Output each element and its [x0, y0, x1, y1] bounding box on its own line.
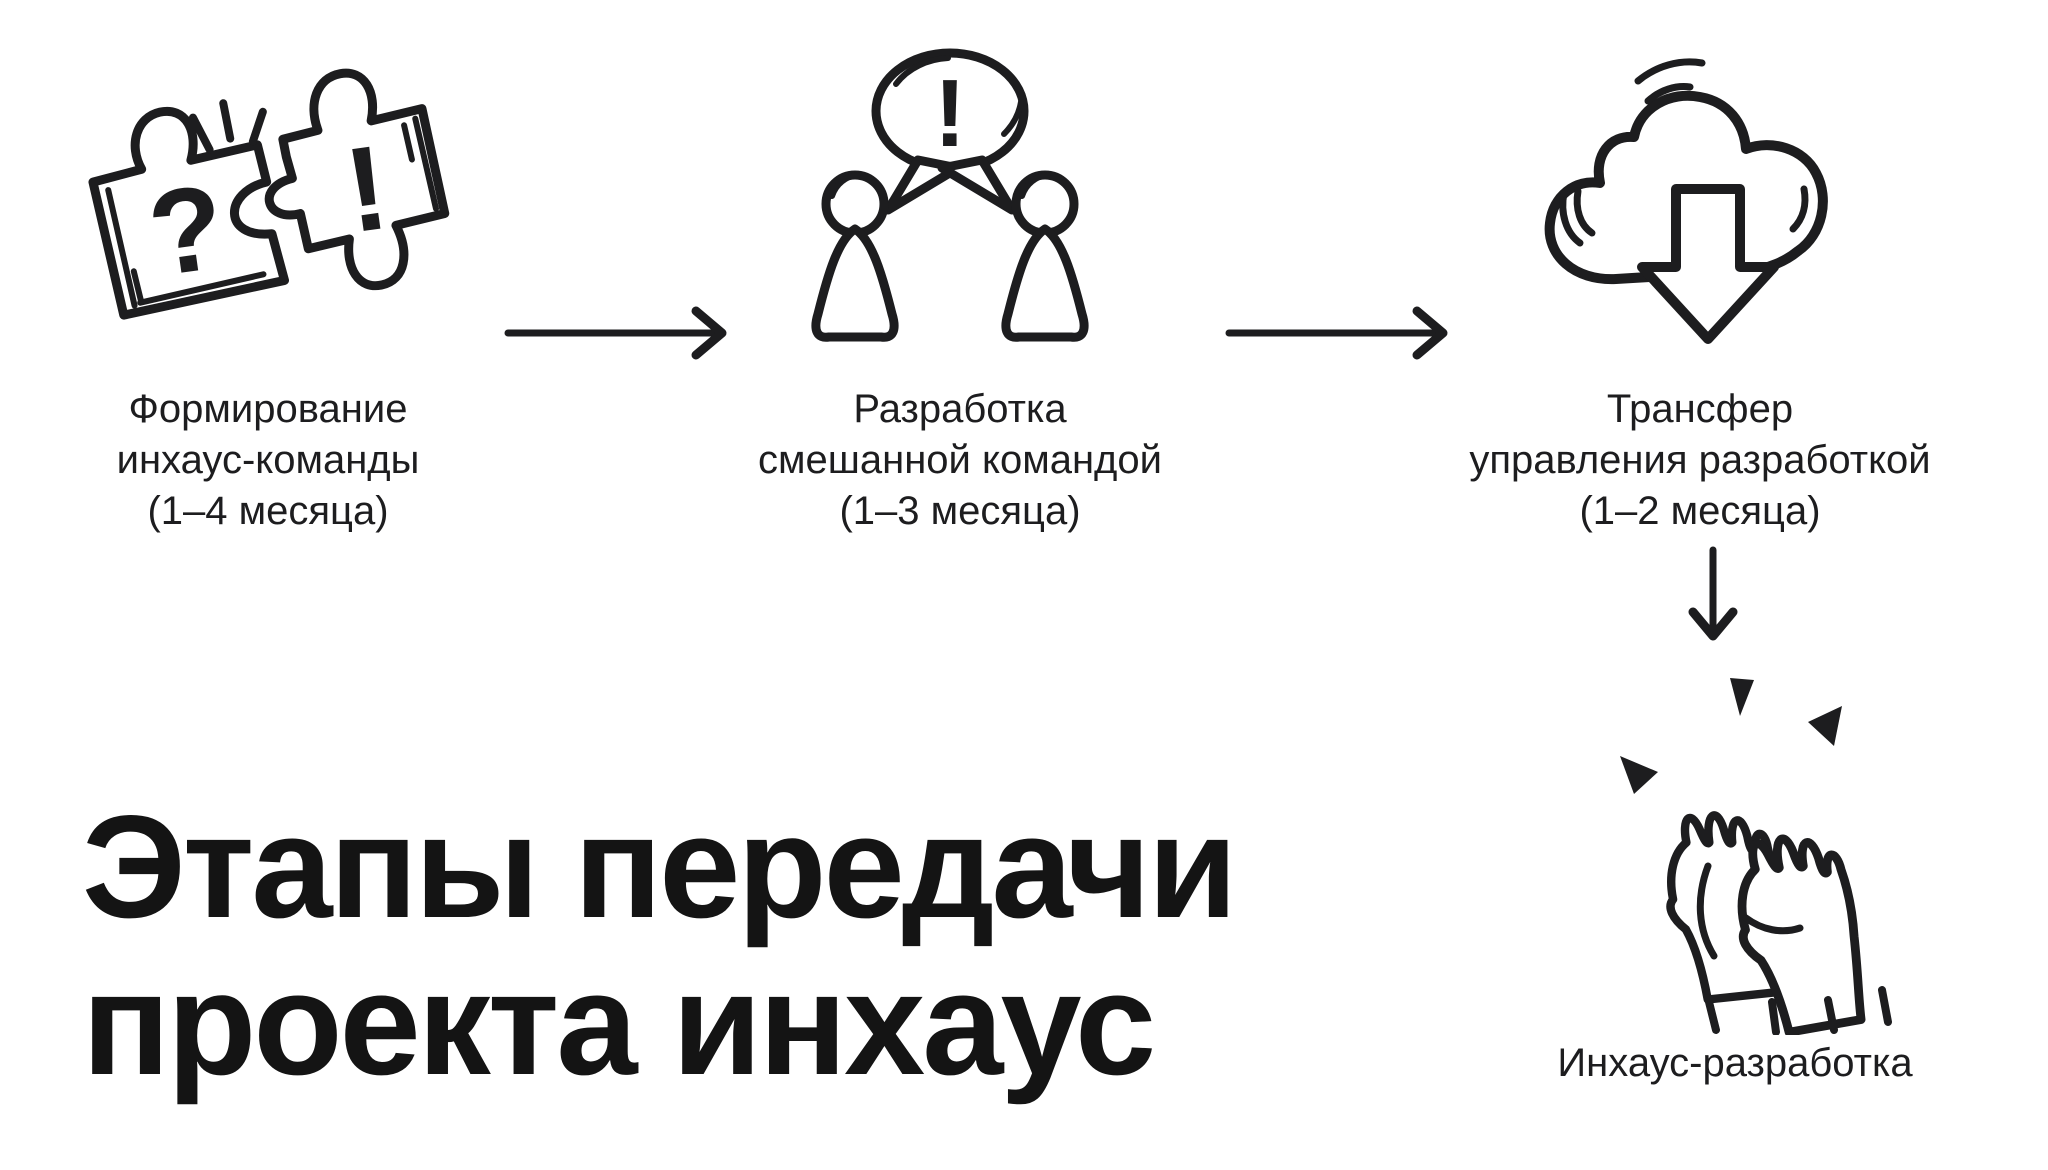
arrow-down-icon [1688, 546, 1738, 641]
stage-2: ! Разработка смешанной командой (1–3 мес… [730, 30, 1190, 537]
stage-1: ? ! Формирование инхаус-команды (1–4 мес… [58, 30, 478, 537]
clapping-hands-icon [1620, 678, 1892, 1035]
page-title-line1: Этапы передачи [82, 785, 1238, 948]
stage-3: Трансфер управления разработкой (1–2 мес… [1455, 30, 1945, 537]
stage-1-line3: (1–4 месяца) [147, 489, 389, 533]
stage-3-line2: управления разработкой [1469, 438, 1931, 482]
result-label: Инхаус-разработка [1557, 1041, 1913, 1085]
stage-1-label: Формирование инхаус-команды (1–4 месяца) [117, 384, 420, 537]
cloud-download-icon [1520, 30, 1880, 382]
bubble-exclamation-glyph: ! [934, 60, 966, 167]
stage-1-line1: Формирование [128, 387, 408, 431]
page-title: Этапы передачи проекта инхаус [82, 785, 1238, 1105]
dialog-people-icon: ! [780, 30, 1140, 382]
stage-2-line3: (1–3 месяца) [839, 489, 1081, 533]
stage-2-label: Разработка смешанной командой (1–3 месяц… [758, 384, 1162, 537]
page-title-line2: проекта инхаус [82, 942, 1156, 1105]
arrow-right-icon [504, 306, 727, 360]
arrow-right-icon [1225, 306, 1448, 360]
stage-2-line1: Разработка [853, 387, 1067, 431]
stage-3-label: Трансфер управления разработкой (1–2 мес… [1469, 384, 1930, 537]
stage-1-line2: инхаус-команды [116, 438, 420, 482]
stage-3-line3: (1–2 месяца) [1579, 489, 1821, 533]
stage-2-line2: смешанной командой [758, 438, 1162, 482]
stage-3-line1: Трансфер [1606, 387, 1794, 431]
puzzle-question-exclamation-icon: ? ! [68, 30, 468, 382]
